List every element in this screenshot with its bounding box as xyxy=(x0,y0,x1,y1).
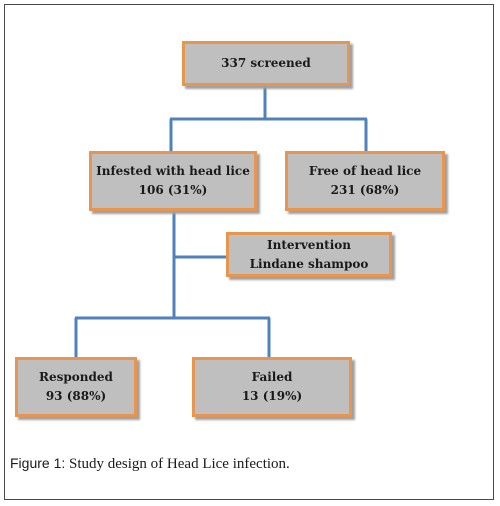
node-free: Free of head lice 231 (68%) xyxy=(285,151,445,211)
node-infested-title: Infested with head lice xyxy=(96,164,250,178)
node-responded: Responded 93 (88%) xyxy=(15,357,137,417)
node-screened: 337 screened xyxy=(182,41,350,86)
node-failed-count: 13 (19%) xyxy=(241,389,303,403)
figure-caption-label: Figure 1: xyxy=(10,455,66,471)
node-failed: Failed 13 (19%) xyxy=(192,357,352,417)
figure-caption: Figure 1: Study design of Head Lice infe… xyxy=(10,455,480,473)
node-responded-count: 93 (88%) xyxy=(45,389,107,403)
node-responded-title: Responded xyxy=(39,370,113,384)
figure-caption-text: Study design of Head Lice infection. xyxy=(69,456,290,472)
node-infested: Infested with head lice 106 (31%) xyxy=(89,151,257,211)
node-intervention: Intervention Lindane shampoo xyxy=(226,232,392,277)
node-infested-count: 106 (31%) xyxy=(138,183,208,197)
node-free-count: 231 (68%) xyxy=(330,183,400,197)
node-intervention-treatment: Lindane shampoo xyxy=(249,256,369,271)
node-screened-text: 337 screened xyxy=(221,56,311,70)
node-intervention-title: Intervention xyxy=(267,237,351,252)
node-failed-title: Failed xyxy=(251,370,293,384)
node-free-title: Free of head lice xyxy=(308,164,422,178)
